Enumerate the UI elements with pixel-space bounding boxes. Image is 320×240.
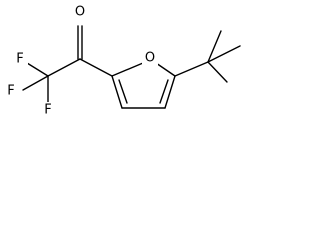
fluorine-bottom-label: F: [44, 103, 51, 118]
furan-c5-c4-bond: [164, 75, 176, 109]
furan-o1-c5-bond: [155, 62, 176, 77]
furan-c2-c3-inner-double: [118, 79, 128, 104]
furan-c4-c5-inner-double: [159, 79, 169, 104]
fluorine-left-label: F: [7, 84, 14, 99]
ring-oxygen-label: O: [145, 51, 155, 66]
fluorine-top-label: F: [16, 52, 23, 67]
atom-labels: O O F F F: [4, 4, 158, 118]
carbonyl-oxygen-label: O: [75, 5, 85, 20]
bonds: [22, 25, 241, 109]
chemical-structure: O O F F F: [4, 4, 241, 118]
tbutyl-methyl-right: [207, 45, 241, 63]
carbonyl-to-cf3-bond: [47, 58, 81, 77]
tbutyl-methyl-down: [207, 61, 228, 83]
furan-to-tbutyl-bond: [174, 61, 209, 77]
cf-bond-top: [26, 62, 49, 77]
furan-c3-c2-bond: [111, 75, 123, 109]
cf-bond-left: [22, 75, 49, 91]
carbonyl-to-furan-bond: [79, 58, 113, 77]
furan-c2-o1-bond: [111, 62, 144, 77]
tbutyl-methyl-up: [207, 30, 222, 63]
